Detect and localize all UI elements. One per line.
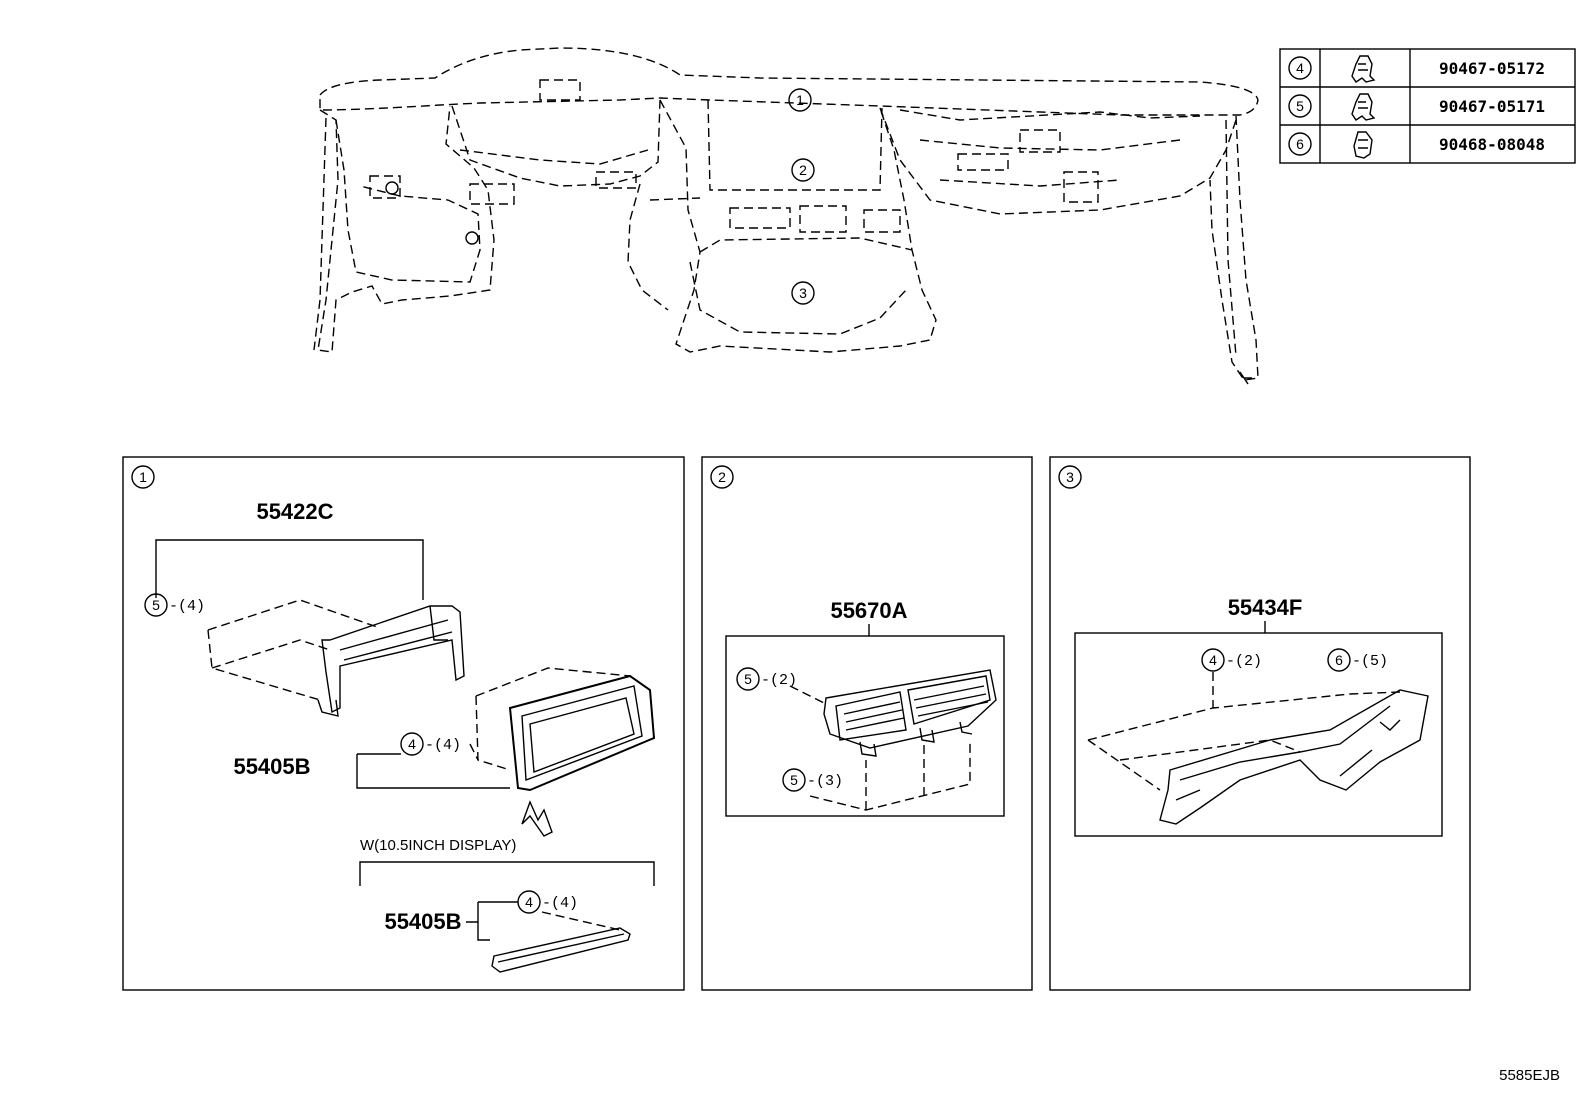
table-row: 4 90467-05172 (1288, 55, 1545, 83)
panel-1-callout (131, 465, 155, 489)
clip-callout (517, 890, 541, 914)
lower-center-panel-drawing (1159, 689, 1429, 825)
svg-text:6: 6 (1335, 652, 1343, 668)
clip-quantity: -(4) (425, 737, 461, 754)
diagram-code: 5585EJB (1499, 1067, 1560, 1084)
bracket-drawing (317, 605, 465, 717)
svg-text:4: 4 (408, 736, 416, 752)
panel-3-callout (1058, 465, 1082, 489)
svg-text:2: 2 (799, 162, 807, 178)
panel-2-callout (710, 465, 734, 489)
table-row: 6 90468-08048 (1288, 131, 1545, 159)
svg-text:5: 5 (790, 772, 798, 788)
svg-text:3: 3 (799, 285, 807, 301)
clip-quantity: -(3) (807, 773, 843, 790)
part-number: 90468-08048 (1439, 135, 1545, 154)
svg-text:4: 4 (1296, 60, 1304, 76)
clip-callout (736, 667, 760, 691)
clip-quantity: -(2) (1226, 653, 1262, 670)
clip-icon (1351, 55, 1376, 83)
svg-text:3: 3 (1066, 469, 1074, 485)
parts-table: 4 90467-05172 5 90467-05171 6 90468-0804 (1279, 48, 1576, 164)
variant-part-label: 55405B (384, 909, 461, 934)
dashboard-assembly-drawing (313, 47, 1259, 385)
clip-icon (1351, 93, 1376, 121)
svg-text:4: 4 (525, 894, 533, 910)
clip-callout (400, 732, 424, 756)
svg-text:6: 6 (1296, 136, 1304, 152)
svg-text:5: 5 (152, 597, 160, 613)
overview-callout-2: 2 (791, 158, 815, 182)
panel-2: 2 55670A 5 -(2) 5 -(3) (701, 456, 1033, 991)
part-number: 90467-05172 (1439, 59, 1545, 78)
svg-text:5: 5 (744, 671, 752, 687)
display-cover-drawing (475, 667, 656, 837)
clip-quantity: -(5) (1352, 653, 1388, 670)
clip-callout (782, 768, 806, 792)
view-arrow-icon (521, 800, 553, 837)
svg-text:1: 1 (139, 469, 147, 485)
clip-quantity: -(4) (169, 598, 205, 615)
clip-icon (1353, 131, 1373, 159)
trim-strip-drawing (491, 927, 631, 973)
svg-text:4: 4 (1209, 652, 1217, 668)
table-row: 5 90467-05171 (1288, 93, 1545, 121)
overview-callout-1: 1 (788, 88, 812, 112)
clip-quantity: -(2) (761, 672, 797, 689)
bracket-part-label: 55422C (256, 499, 333, 524)
clip-callout (1327, 648, 1351, 672)
clip-callout (1201, 648, 1225, 672)
svg-text:2: 2 (718, 469, 726, 485)
clip-callout (144, 593, 168, 617)
clip-quantity: -(4) (542, 895, 578, 912)
vent-part-label: 55670A (830, 598, 907, 623)
panel-1: 1 55422C 5 -(4) 55405B 4 -(4) W(10.5INCH… (122, 456, 685, 991)
svg-text:5: 5 (1296, 98, 1304, 114)
center-vent-drawing (823, 669, 997, 757)
variant-note: W(10.5INCH DISPLAY) (360, 837, 516, 854)
part-number: 90467-05171 (1439, 97, 1545, 116)
overview-callout-3: 3 (791, 281, 815, 305)
lower-panel-part-label: 55434F (1228, 595, 1303, 620)
svg-text:1: 1 (796, 92, 804, 108)
cover-part-label: 55405B (233, 754, 310, 779)
panel-3: 3 55434F 4 -(2) 6 -(5) (1049, 456, 1471, 991)
